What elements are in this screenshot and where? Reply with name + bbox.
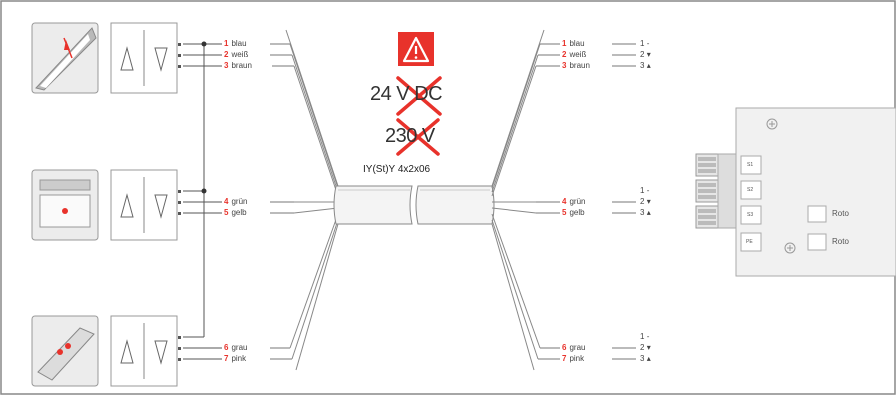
output-roto-2: Roto <box>832 237 849 246</box>
controller-unit <box>735 107 896 277</box>
right-leaders <box>536 43 636 360</box>
left-fan-wires <box>285 29 339 371</box>
voltage-dc-label: 24 V DC <box>370 83 443 105</box>
window-handle-sensor-icon <box>31 315 99 387</box>
voltage-ac-label: 230 V <box>385 125 435 147</box>
terminal-s3: S3 <box>747 212 754 218</box>
pin-3b: 3 ▴ <box>640 208 651 217</box>
up-down-switch-1 <box>110 22 178 94</box>
window-contact-icon <box>31 169 99 241</box>
pin-2: 2 ▾ <box>640 50 651 59</box>
pin-3: 3 ▴ <box>640 61 651 70</box>
pin-3c: 3 ▴ <box>640 354 651 363</box>
switch-terminals <box>178 43 181 361</box>
pin-2c: 2 ▾ <box>640 343 651 352</box>
up-down-switch-3 <box>110 315 178 387</box>
pin-2b: 2 ▾ <box>640 197 651 206</box>
warning-icon <box>398 32 434 66</box>
cross-out-marks <box>396 76 442 156</box>
rain-sensor-icon <box>31 22 99 94</box>
pin-1b: 1 - <box>640 186 650 195</box>
right-fan-wires <box>491 29 545 371</box>
common-bus <box>183 43 222 360</box>
up-down-switch-2 <box>110 169 178 241</box>
pin-1: 1 - <box>640 39 650 48</box>
cable-type-label: IY(St)Y 4x2x06 <box>363 164 431 175</box>
left-leaders <box>270 43 294 360</box>
terminal-pe: PE <box>746 239 753 245</box>
terminal-s2: S2 <box>747 187 754 193</box>
cable <box>333 185 495 225</box>
pin-1c: 1 - <box>640 332 650 341</box>
terminal-blocks <box>695 153 737 229</box>
output-roto-1: Roto <box>832 209 849 218</box>
terminal-s1: S1 <box>747 162 754 168</box>
